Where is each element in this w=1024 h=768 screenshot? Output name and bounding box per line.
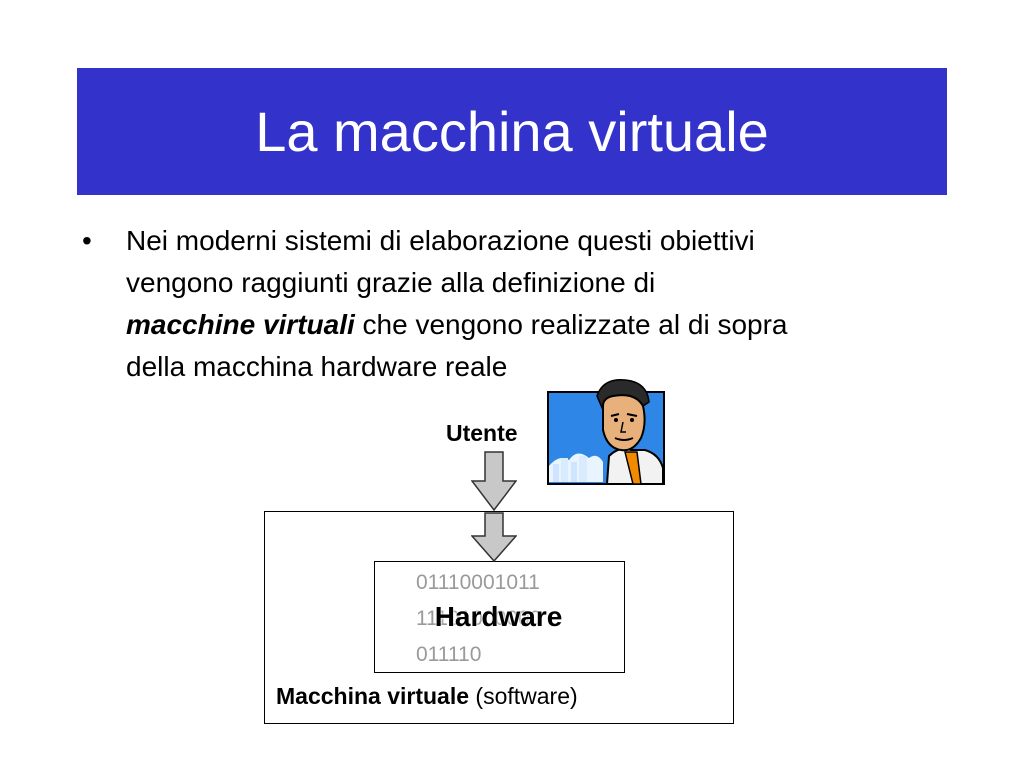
down-arrow-icon [471,451,517,511]
slide-title: La macchina virtuale [255,99,769,163]
businessman-clipart-icon [547,379,665,485]
binary-line-2: 11101000000 [416,607,542,630]
bullet-line-1: Nei moderni sistemi di elaborazione ques… [126,225,755,256]
bullet-text: Nei moderni sistemi di elaborazione ques… [126,220,952,388]
down-arrow-icon [471,512,517,562]
bullet-line-3: macchine virtuali che vengono realizzate… [126,304,952,346]
emphasis-text: macchine virtuali [126,309,355,340]
bullet-paragraph: • Nei moderni sistemi di elaborazione qu… [82,220,952,388]
vm-label-bold: Macchina virtuale [276,683,470,709]
bullet-symbol: • [82,225,92,256]
user-label: Utente [446,420,518,446]
vm-label-rest: (software) [469,683,578,709]
hardware-box [374,561,625,673]
bullet-line-2: vengono raggiunti grazie alla definizion… [126,267,656,298]
binary-line-1: 01110001011 [416,571,540,594]
bullet-line-3-rest: che vengono realizzate al di sopra [354,309,788,340]
bullet-line-4: della macchina hardware reale [126,351,508,382]
binary-line-3: 011110 [416,643,482,666]
virtual-machine-label: Macchina virtuale (software) [276,683,578,710]
hardware-label: Hardware [434,601,563,632]
title-bar: La macchina virtuale [77,68,947,195]
